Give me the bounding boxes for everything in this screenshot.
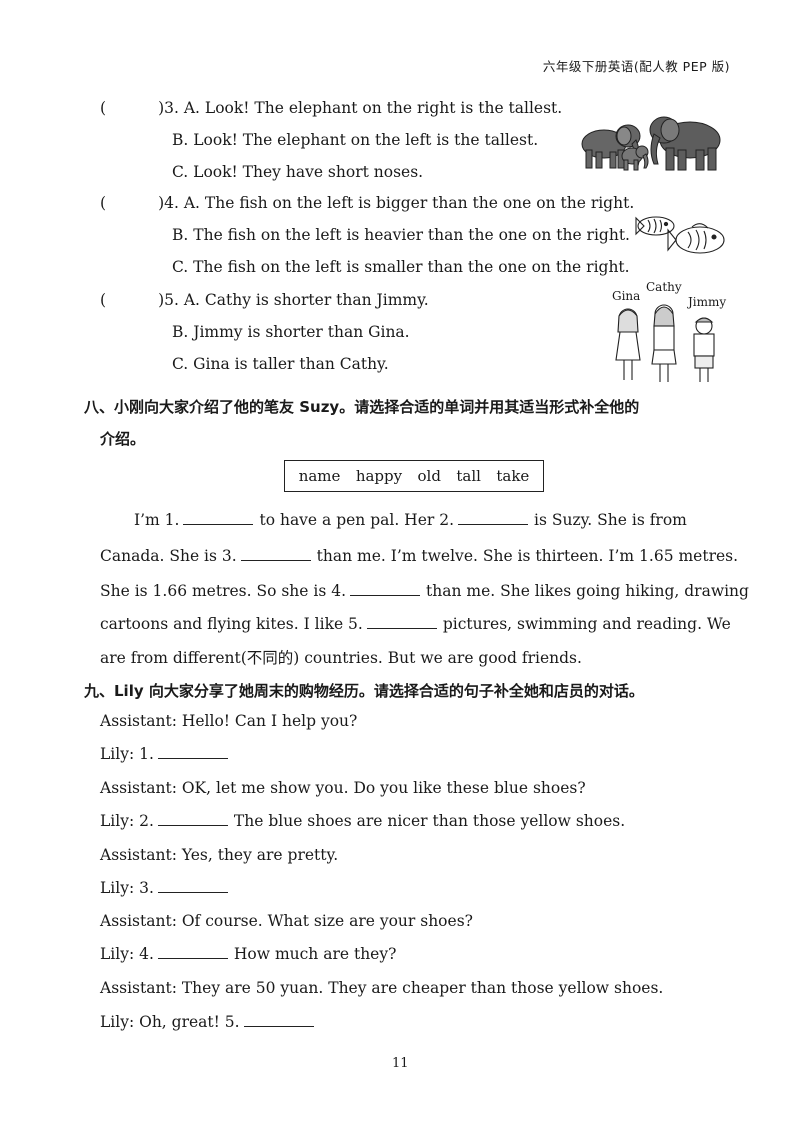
dialogue-line: Lily: 2.The blue shoes are nicer than th… — [100, 811, 626, 830]
word-bank: name happy old tall take — [284, 460, 544, 492]
dialogue-line: Assistant: Hello! Can I help you? — [100, 712, 358, 730]
label-jimmy: Jimmy — [688, 295, 727, 309]
page-header: 六年级下册英语(配人教 PEP 版) — [542, 59, 730, 74]
option-c: C. The fish on the left is smaller than … — [172, 258, 630, 276]
word-item: old — [417, 467, 441, 485]
dialogue-line: Assistant: Of course. What size are your… — [100, 912, 473, 930]
section-8-title-line1: 八、小刚向大家介绍了他的笔友 Suzy。请选择合适的单词并用其适当形式补全他的 — [84, 398, 640, 416]
fish-illustration — [635, 216, 725, 254]
blank-3[interactable] — [240, 546, 311, 561]
option-b: B. Jimmy is shorter than Gina. — [172, 323, 410, 341]
blank-2[interactable] — [157, 811, 228, 826]
answer-paren[interactable]: () — [100, 194, 165, 212]
dialogue-line: Lily: Oh, great! 5. — [100, 1012, 320, 1032]
dialogue-line: Assistant: OK, let me show you. Do you l… — [100, 779, 586, 797]
blank-1[interactable] — [183, 510, 254, 525]
word-item: tall — [456, 467, 481, 485]
dialogue-line: Lily: 4.How much are they? — [100, 944, 397, 963]
blank-1[interactable] — [157, 744, 228, 759]
dialogue-line: Assistant: Yes, they are pretty. — [100, 846, 339, 864]
option-b: B. Look! The elephant on the left is the… — [172, 131, 539, 149]
passage-last-line: are from different(不同的) countries. But w… — [100, 649, 582, 667]
section-8-title-line2: 介绍。 — [100, 430, 146, 448]
word-item: name — [298, 467, 341, 485]
page-number: 11 — [392, 1056, 409, 1071]
option-a: A. The fish on the left is bigger than t… — [183, 194, 635, 212]
dialogue-line: Lily: 1. — [100, 744, 234, 764]
blank-5[interactable] — [366, 614, 437, 629]
section-9-title: 九、Lily 向大家分享了她周末的购物经历。请选择合适的句子补全她和店员的对话。 — [84, 682, 644, 700]
label-cathy: Cathy — [646, 280, 682, 294]
blank-5[interactable] — [243, 1012, 314, 1027]
option-a: A. Cathy is shorter than Jimmy. — [183, 291, 429, 309]
word-item: take — [496, 467, 530, 485]
elephants-illustration — [581, 116, 721, 171]
blank-2[interactable] — [458, 510, 528, 525]
kids-illustration — [615, 304, 715, 382]
answer-paren[interactable]: () — [100, 99, 165, 117]
blank-4[interactable] — [350, 581, 421, 596]
dialogue-line: Lily: 3. — [100, 878, 234, 898]
blank-3[interactable] — [157, 878, 228, 893]
option-c: C. Look! They have short noses. — [172, 163, 424, 181]
option-b: B. The fish on the left is heavier than … — [172, 226, 630, 244]
option-a: A. Look! The elephant on the right is th… — [183, 99, 563, 117]
word-item: happy — [355, 467, 403, 485]
answer-paren[interactable]: () — [100, 291, 165, 309]
dialogue-line: Assistant: They are 50 yuan. They are ch… — [100, 979, 664, 997]
blank-4[interactable] — [157, 944, 228, 959]
option-c: C. Gina is taller than Cathy. — [172, 355, 389, 373]
label-gina: Gina — [612, 289, 641, 303]
